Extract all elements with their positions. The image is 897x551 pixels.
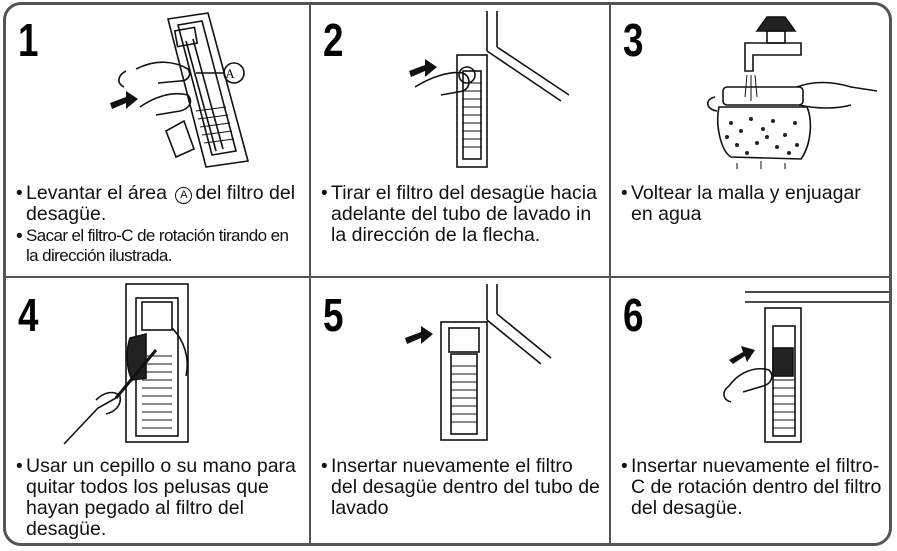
bullet-text: Usar un cepillo o su mano para quitar to… <box>26 455 296 540</box>
bullet-glyph: • <box>321 456 328 477</box>
step-text: • Voltear la malla y enjuagar en agua <box>621 183 887 225</box>
bullet-text: Insertar nuevamente el filtro-C de rotac… <box>631 455 882 519</box>
step-number: 2 <box>323 14 344 66</box>
list-item: • Sacar el filtro-C de rotación tirando … <box>16 226 301 266</box>
bullet-text: Voltear la malla y enjuagar en agua <box>631 182 861 225</box>
step-text: • Usar un cepillo o su mano para quitar … <box>16 456 301 540</box>
bullet-text-part: Levantar el área <box>26 182 167 204</box>
bullet-glyph: • <box>621 456 628 477</box>
step-number: 4 <box>18 289 39 341</box>
list-item: • Insertar nuevamente el filtro-C de rot… <box>621 456 887 519</box>
pull-filter-illustration <box>409 11 570 168</box>
bullet-glyph: • <box>16 226 23 247</box>
step-number: 5 <box>323 289 344 341</box>
list-item: • Voltear la malla y enjuagar en agua <box>621 183 887 225</box>
step-number: 6 <box>623 289 644 341</box>
callout-a-label: A <box>225 66 235 81</box>
rinse-mesh-illustration <box>706 16 878 169</box>
bullet-text-part: del filtro del desagüe. <box>26 182 296 225</box>
step-text: • Insertar nuevamente el filtro del desa… <box>321 456 601 519</box>
circled-a-icon: A <box>175 187 193 204</box>
bullet-text: Tirar el filtro del desagüe hacia adelan… <box>331 182 597 246</box>
step-2: 2 <box>311 5 609 276</box>
step-1: 1 <box>6 5 309 276</box>
step-3: 3 <box>611 5 889 276</box>
bullet-glyph: • <box>621 183 628 204</box>
list-item: • Tirar el filtro del desagüe hacia adel… <box>321 183 601 246</box>
step-text: • Insertar nuevamente el filtro-C de rot… <box>621 456 887 519</box>
column-divider <box>609 5 611 543</box>
list-item: • Insertar nuevamente el filtro del desa… <box>321 456 601 519</box>
step-4: 4 <box>6 278 309 543</box>
brush-filter-illustration <box>63 283 189 445</box>
list-item: • Usar un cepillo o su mano para quitar … <box>16 456 301 540</box>
instruction-panel: 1 <box>3 2 892 546</box>
column-divider <box>309 5 311 543</box>
step-text: • Tirar el filtro del desagüe hacia adel… <box>321 183 601 246</box>
row-divider <box>6 276 889 278</box>
bullet-glyph: • <box>321 183 328 204</box>
insert-filter-illustration <box>405 284 552 441</box>
bullet-glyph: • <box>16 456 23 477</box>
step-number: 3 <box>623 14 644 66</box>
bullet-text: Sacar el filtro-C de rotación tirando en… <box>26 226 289 265</box>
step-6: 6 <box>611 278 889 543</box>
bullet-text: Insertar nuevamente el filtro del desagü… <box>331 455 600 519</box>
step-5: 5 <box>311 278 609 543</box>
step-number: 1 <box>18 14 39 66</box>
remove-filter-illustration: A <box>110 12 250 168</box>
step-grid: 1 <box>6 5 889 543</box>
bullet-glyph: • <box>16 183 23 204</box>
insert-c-filter-illustration <box>723 291 889 443</box>
